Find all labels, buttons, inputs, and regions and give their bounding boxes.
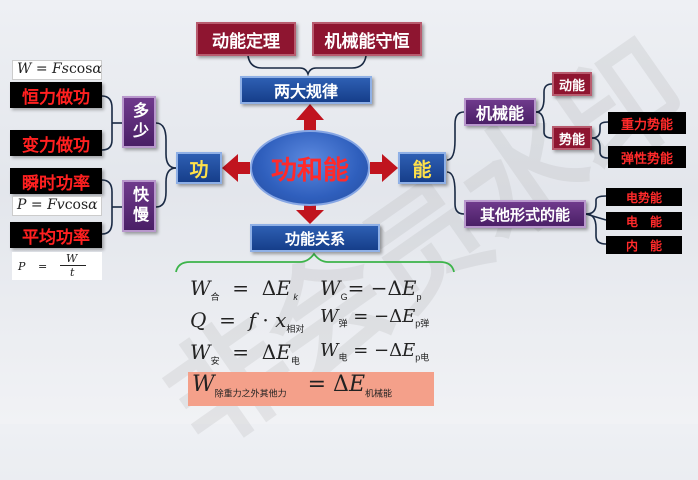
connector-lines — [101, 55, 609, 273]
energy-box: 能 — [398, 152, 446, 184]
speed-label: 快慢 — [130, 186, 149, 226]
average-power-box: 平均功率 — [10, 222, 102, 248]
instant-power-box: 瞬时功率 — [10, 168, 102, 194]
internal-energy-box: 内 能 — [606, 236, 682, 254]
formula-ampere-work: W安 = ΔE电 — [190, 340, 300, 366]
formula-net-work: W合 = ΔE k — [190, 276, 298, 302]
amount-box: 多少 — [122, 96, 156, 148]
formula-electric-work: W电 = −ΔEp电 — [320, 340, 430, 363]
amount-label: 多少 — [130, 102, 149, 142]
work-box: 功 — [176, 152, 222, 184]
average-power-formula: P = W t — [12, 252, 102, 280]
formula-elastic-work: W弹 = −ΔEp弹 — [320, 306, 430, 329]
center-title: 功和能 — [270, 155, 349, 186]
formula-gravity-work: WG= −ΔEp — [320, 276, 422, 302]
mechanical-energy-box: 机械能 — [464, 98, 536, 126]
kinetic-energy-box: 动能 — [552, 72, 592, 96]
electric-energy-box: 电 能 — [606, 212, 682, 230]
work-formula: W = Fscosα — [12, 60, 102, 80]
formula-non-gravity-work: W除重力之外其他力 = ΔE机械能 — [188, 372, 434, 406]
mechanical-energy-conservation-box: 机械能守恒 — [312, 22, 422, 56]
kinetic-energy-theorem-box: 动能定理 — [196, 22, 296, 56]
formula-friction-heat: Q = f · x相对 — [190, 308, 305, 334]
two-laws-box: 两大规律 — [240, 76, 372, 104]
gravity-pe-box: 重力势能 — [608, 112, 686, 134]
instant-power-formula: P = Fvcosα — [12, 196, 102, 216]
elastic-pe-box: 弹性势能 — [608, 146, 686, 168]
work-energy-relation-box: 功能关系 — [250, 224, 380, 252]
electric-pe-box: 电势能 — [606, 188, 682, 206]
constant-force-work-box: 恒力做功 — [10, 82, 102, 108]
speed-box: 快慢 — [122, 180, 156, 232]
variable-force-work-box: 变力做功 — [10, 130, 102, 156]
other-forms-box: 其他形式的能 — [464, 200, 586, 228]
center-topic-ellipse: 功和能 — [250, 130, 370, 206]
potential-energy-box: 势能 — [552, 126, 592, 150]
